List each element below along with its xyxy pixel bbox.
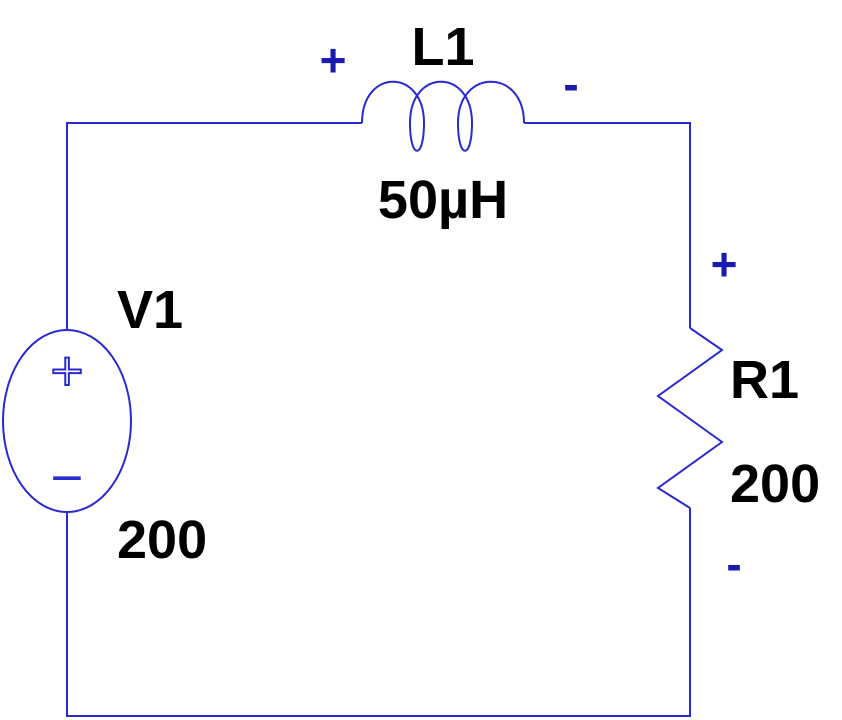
wire-top-left [66,122,362,330]
r1-value-label: 200 [730,454,820,514]
r1-minus-sign: - [726,538,741,590]
inductor-coil [361,80,525,152]
source-plus-icon: + [49,345,86,396]
r1-name-label: R1 [730,350,799,410]
v1-value-label: 200 [117,510,207,570]
resistor-zigzag [656,327,724,509]
v1-name-label: V1 [117,280,183,340]
inductor-l1 [361,80,525,152]
resistor-r1 [656,327,724,509]
l1-plus-sign: + [320,34,347,86]
wires [66,122,691,717]
voltage-source-body [2,329,132,513]
l1-minus-sign: - [563,58,578,110]
r1-plus-sign: + [711,238,738,290]
wire-top-right [524,122,691,328]
source-minus-icon: − [49,452,86,503]
l1-value-label: 50µH [378,170,508,230]
wire-right-bottom [66,508,691,717]
l1-name-label: L1 [411,17,474,77]
voltage-source-v1: + − [2,329,132,513]
